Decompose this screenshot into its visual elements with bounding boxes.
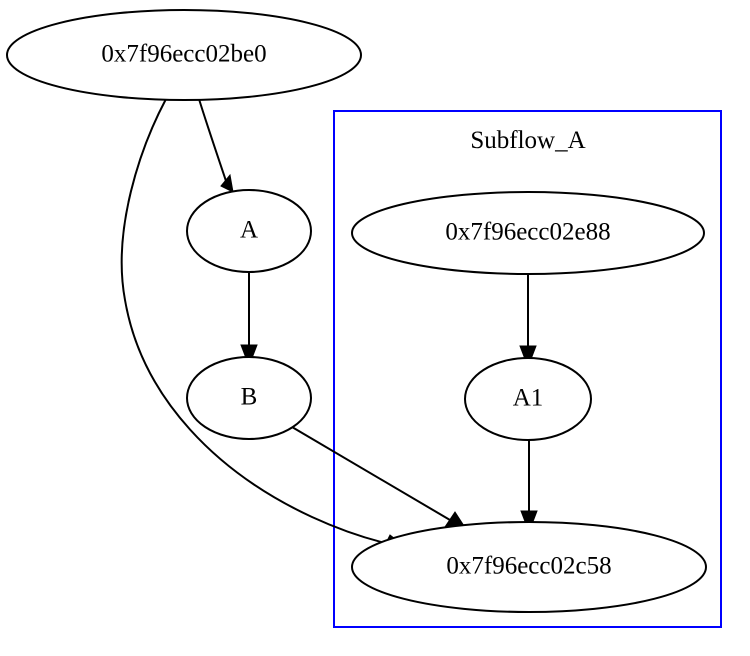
- node-shape: [351, 521, 707, 613]
- arrowhead-icon: [220, 173, 234, 193]
- node-shape: [351, 191, 705, 275]
- node-sub-head[interactable]: 0x7f96ecc02e88: [351, 191, 705, 275]
- edge-b-to-sink[interactable]: [291, 426, 467, 530]
- node-sink[interactable]: 0x7f96ecc02c58: [351, 521, 707, 613]
- edge-subhead-to-a1[interactable]: [519, 274, 537, 369]
- node-shape: [186, 189, 312, 273]
- edge-layer: [120, 98, 538, 550]
- edge-a-to-b[interactable]: [240, 272, 258, 368]
- edge-line: [198, 98, 228, 185]
- edge-line: [120, 98, 390, 545]
- edge-root-to-a[interactable]: [198, 98, 234, 193]
- node-layer: 0x7f96ecc02be0 A B 0x7f96ecc02e88 A1 0x7: [6, 9, 707, 613]
- node-root[interactable]: 0x7f96ecc02be0: [6, 9, 362, 101]
- node-shape: [464, 357, 592, 441]
- edge-root-to-sink[interactable]: [120, 98, 406, 550]
- edge-a1-to-sink[interactable]: [520, 440, 538, 534]
- node-a1[interactable]: A1: [464, 357, 592, 441]
- arrowhead-icon: [519, 345, 537, 369]
- node-shape: [6, 9, 362, 101]
- node-b[interactable]: B: [186, 356, 312, 440]
- node-shape: [186, 356, 312, 440]
- cluster-border: [333, 110, 722, 628]
- cluster-label-subflow-a: Subflow_A: [470, 127, 585, 154]
- arrowhead-icon: [240, 344, 258, 368]
- edge-line: [291, 426, 451, 521]
- node-a[interactable]: A: [186, 189, 312, 273]
